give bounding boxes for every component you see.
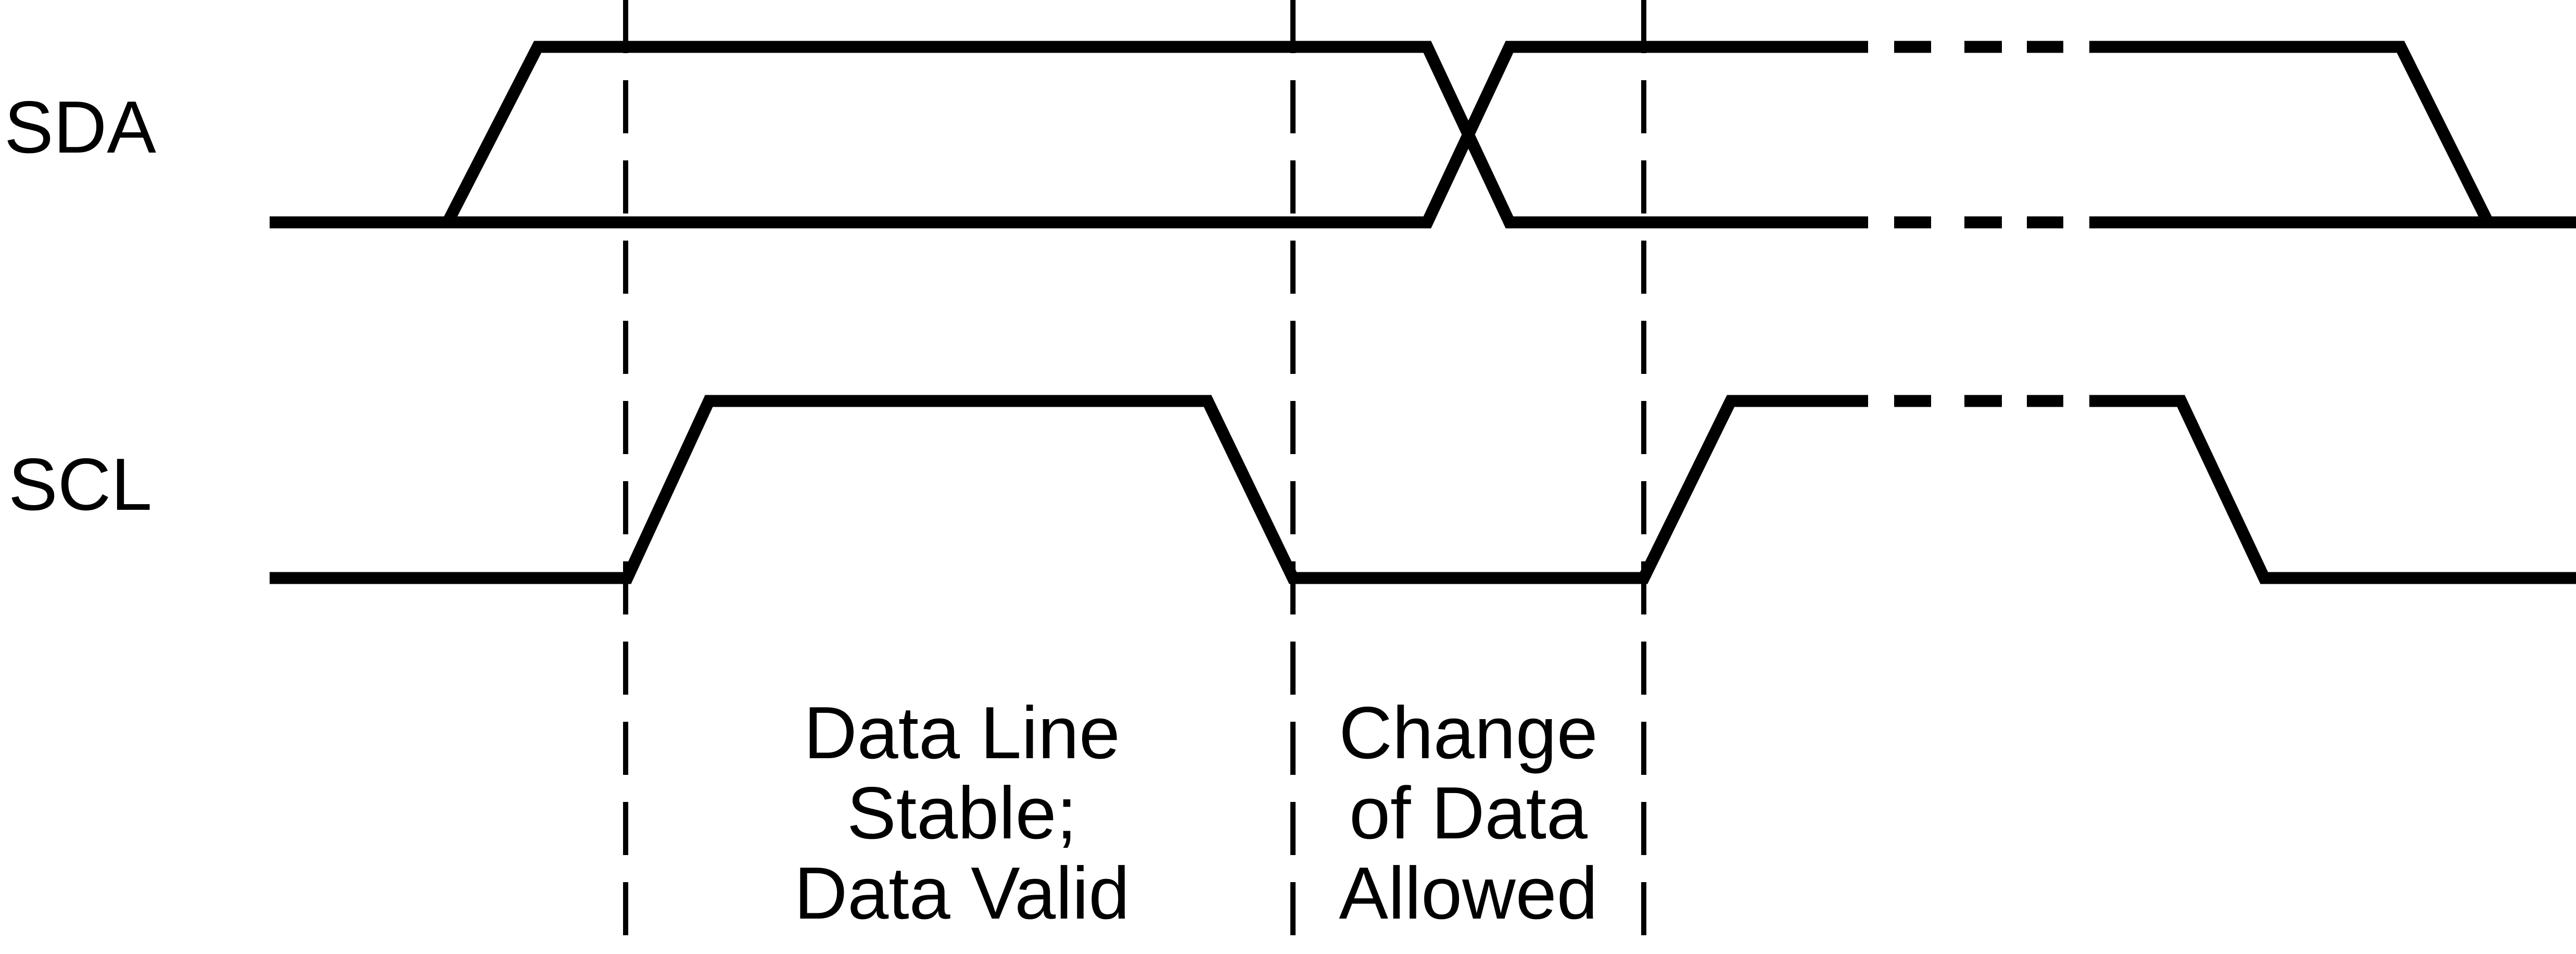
caption-line: Data Valid: [794, 852, 1130, 935]
sda-waveform-segment: [2089, 41, 2494, 225]
signal-label-sda: SDA: [4, 86, 156, 169]
scl-waveform-segment: [2089, 395, 2576, 584]
caption-line: Data Line: [804, 692, 1120, 774]
caption-data-line-stable: Data Line Stable; Data Valid: [754, 693, 1170, 934]
sda-waveform-segment: [442, 41, 1868, 229]
caption-line: Stable;: [846, 772, 1077, 855]
scl-waveform-segment: [270, 395, 1868, 584]
caption-change-of-data-allowed: Change of Data Allowed: [1260, 693, 1677, 934]
caption-line: Allowed: [1339, 852, 1598, 935]
caption-line: Change: [1339, 692, 1598, 774]
sda-waveform-segment: [270, 41, 1868, 229]
caption-line: of Data: [1349, 772, 1588, 855]
signal-label-scl: SCL: [8, 443, 153, 526]
